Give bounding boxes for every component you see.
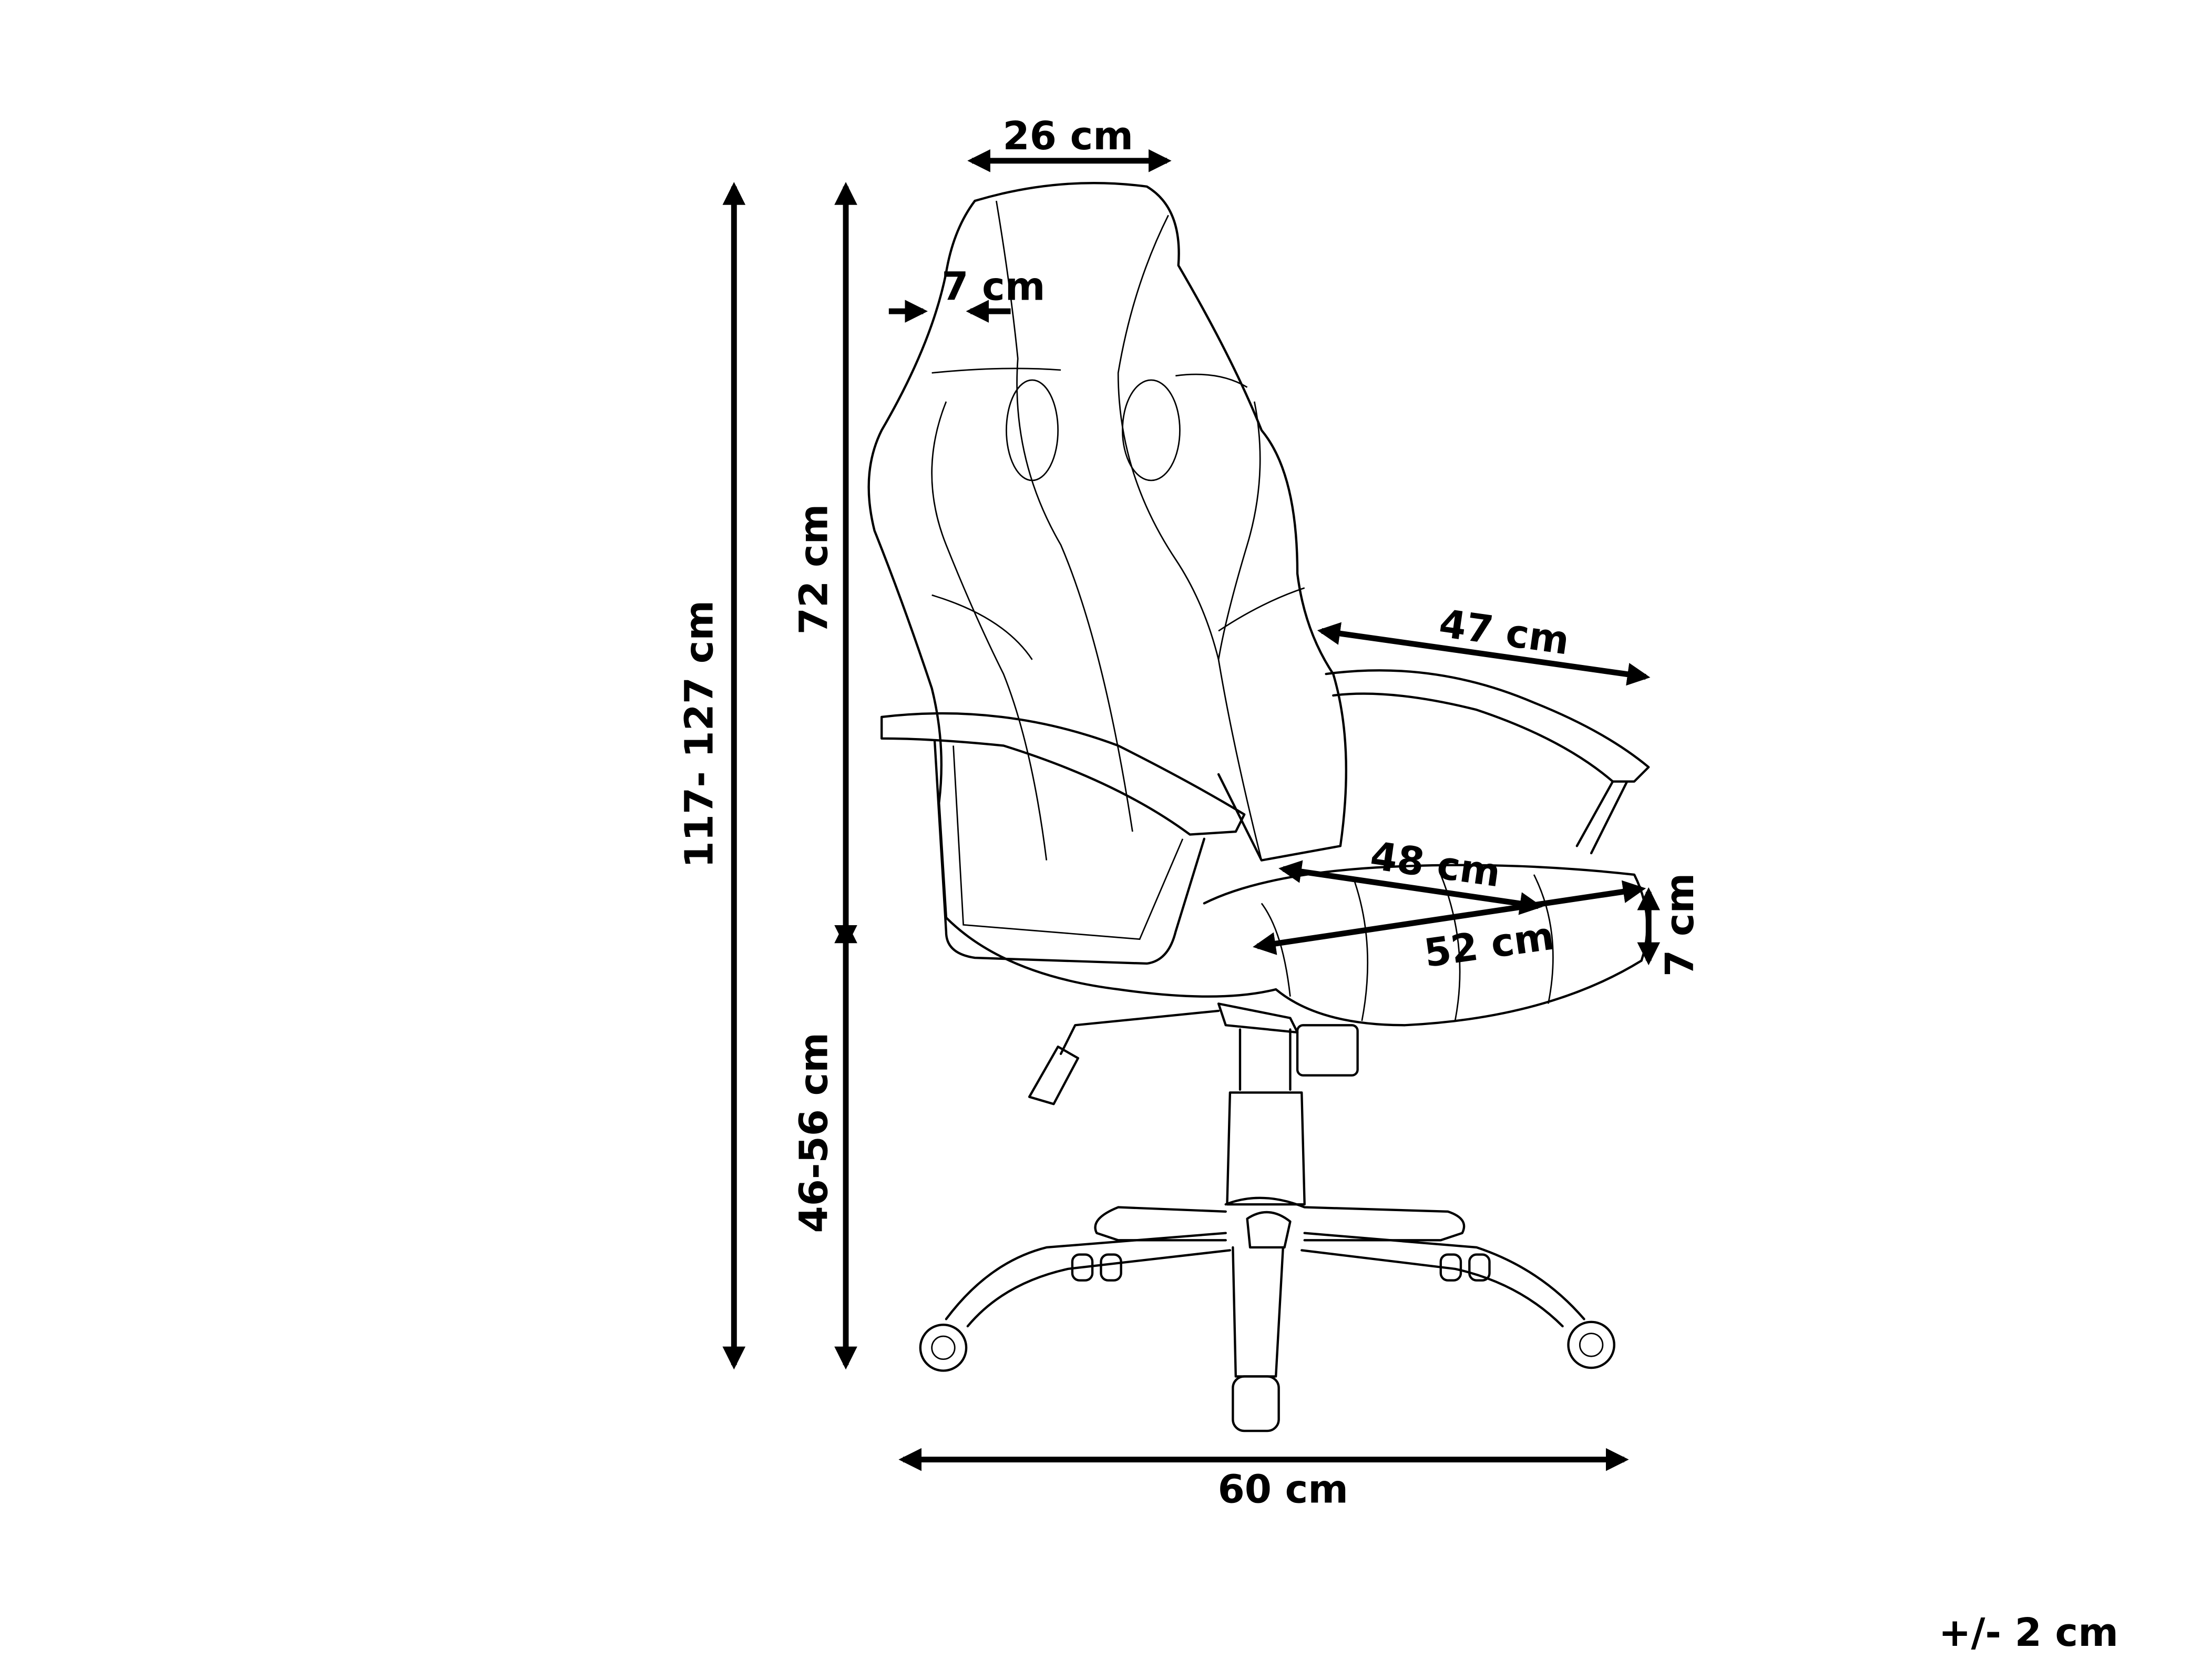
tolerance-note: +/- 2 cm	[1939, 1611, 2118, 1655]
seat-width-label: 52 cm	[1421, 914, 1557, 976]
seat-width-arrow	[1253, 880, 1646, 955]
armrest-length-arrow	[1317, 622, 1651, 686]
armrest-length-label: 47 cm	[1437, 601, 1572, 664]
backrest-width-label: 26 cm	[1003, 114, 1133, 159]
backrest-height-label: 72 cm	[792, 504, 837, 634]
headrest-depth-label: 7 cm	[941, 264, 1045, 309]
seat-height-label: 46-56 cm	[792, 1032, 837, 1233]
seat-thickness-label: 7 cm	[1658, 873, 1703, 977]
base-width-label: 60 cm	[1218, 1467, 1348, 1512]
total-height-label: 117- 127 cm	[677, 600, 722, 868]
chair-illustration	[867, 181, 1650, 1432]
dimension-lines	[722, 149, 1661, 1471]
